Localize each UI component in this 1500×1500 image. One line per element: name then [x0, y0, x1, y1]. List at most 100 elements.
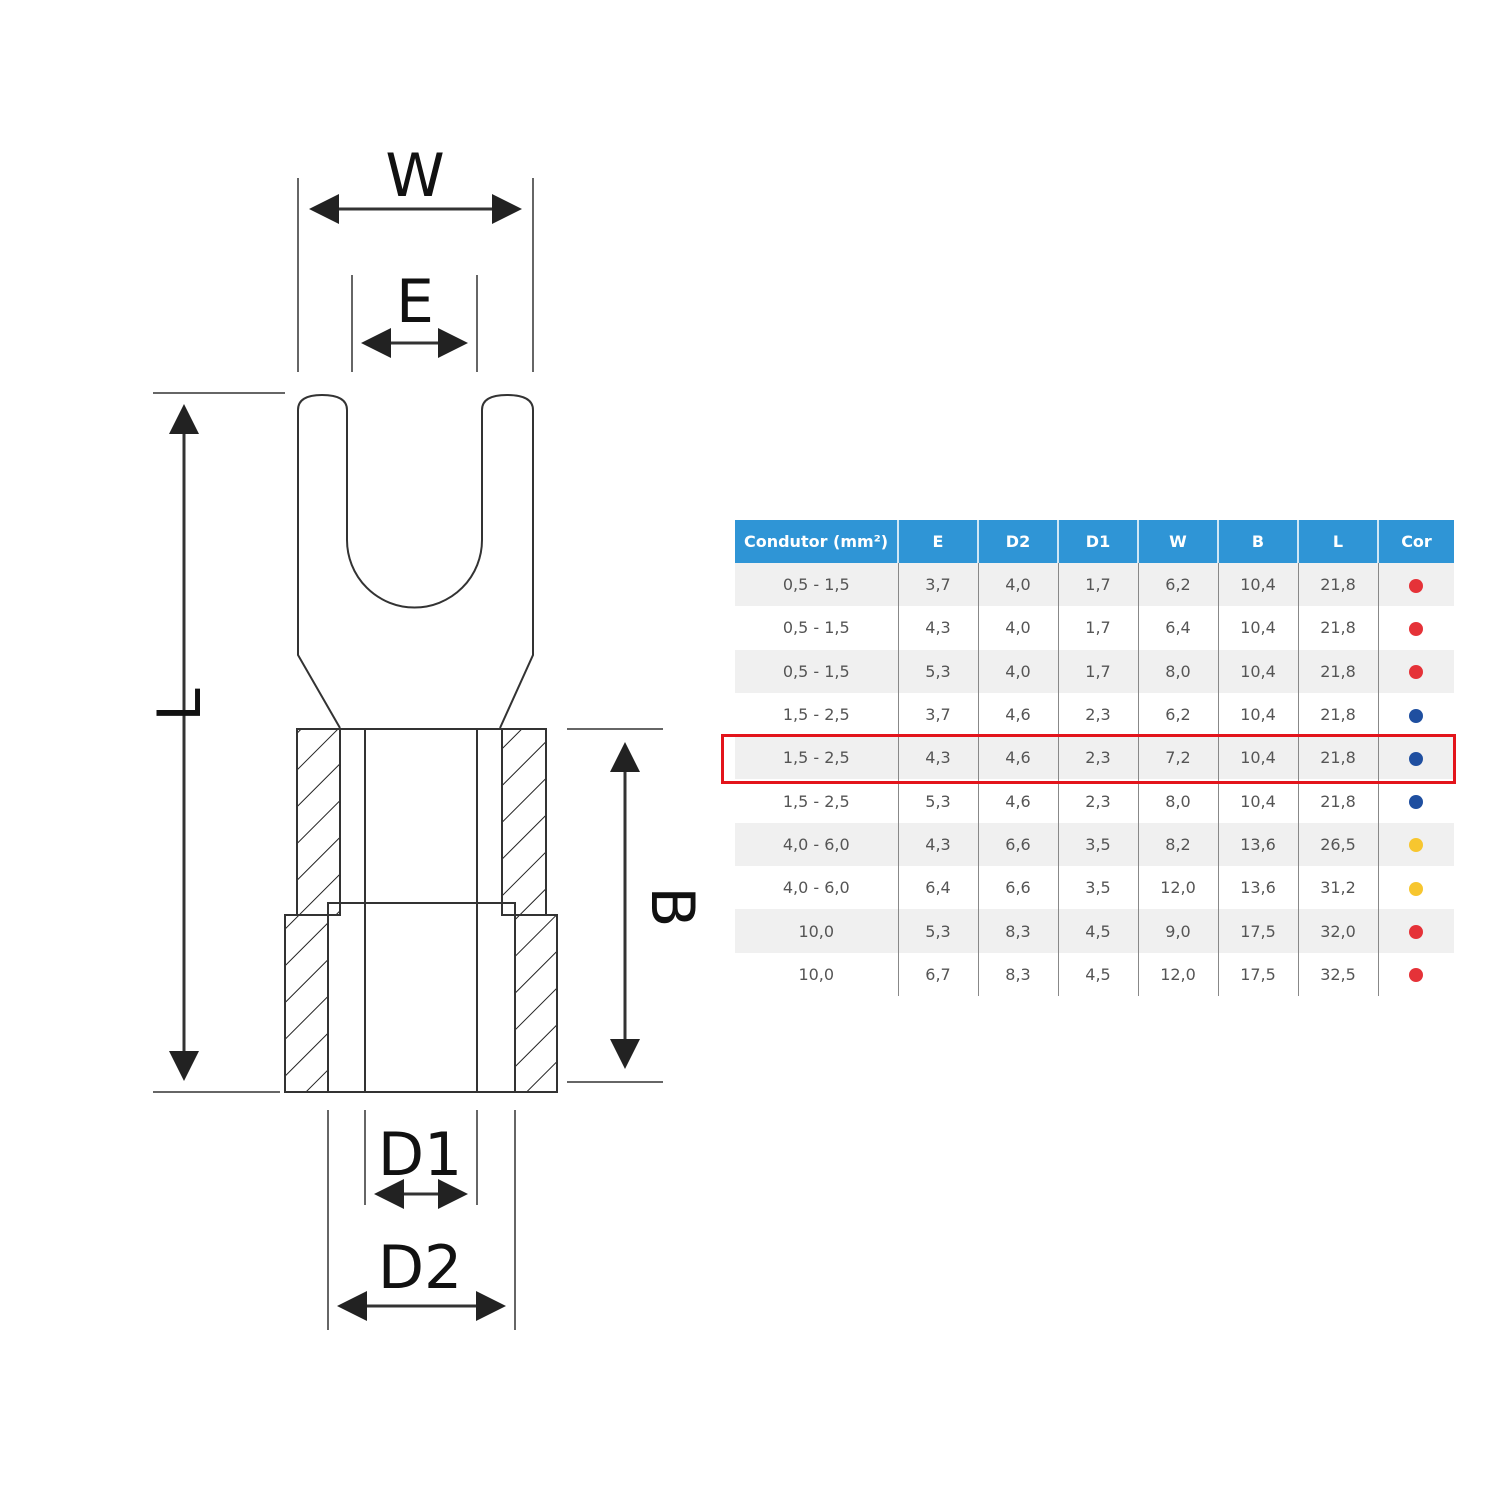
cell-d2: 4,0	[977, 649, 1058, 693]
cell-w: 12,0	[1137, 952, 1218, 996]
header-cor: Cor	[1377, 520, 1454, 563]
fork-outline	[297, 393, 534, 729]
cell-d2: 4,6	[977, 779, 1058, 823]
cell-d2: 4,0	[977, 606, 1058, 650]
cell-cor	[1377, 736, 1454, 780]
color-dot-red	[1409, 621, 1424, 636]
cell-condutor: 1,5 - 2,5	[735, 736, 898, 780]
label-l: L	[145, 688, 215, 722]
cell-l: 21,8	[1297, 649, 1378, 693]
cell-condutor: 4,0 - 6,0	[782, 878, 850, 898]
dimension-w	[297, 178, 534, 372]
cell-cor	[1377, 692, 1454, 737]
cell-cor	[1377, 822, 1454, 867]
cell-d1: 3,5	[1057, 822, 1138, 867]
cell-condutor: 1,5 - 2,5	[782, 791, 850, 811]
header-w: W	[1137, 520, 1218, 563]
cell-l: 32,0	[1297, 909, 1378, 953]
cell-w: 7,2	[1137, 736, 1218, 780]
cell-cor	[1377, 779, 1454, 823]
cell-l: 21,8	[1297, 606, 1378, 650]
header-b: B	[1217, 520, 1298, 563]
cell-b: 10,4	[1217, 692, 1298, 737]
header-condutor: Condutor (mm²)	[735, 520, 898, 563]
cell-w: 6,4	[1137, 606, 1218, 650]
cell-d2: 4,0	[977, 563, 1058, 607]
cell-l: 31,2	[1297, 866, 1378, 910]
label-e: E	[396, 267, 434, 337]
header-l: L	[1297, 520, 1378, 563]
cell-e: 5,3	[897, 649, 978, 693]
cell-e: 6,7	[897, 952, 978, 996]
cell-condutor: 0,5 - 1,5	[735, 563, 898, 607]
cell-condutor: 4,0 - 6,0	[735, 822, 898, 867]
label-w: W	[385, 141, 444, 211]
cell-d2: 4,6	[977, 736, 1058, 780]
cell-cor	[1377, 606, 1454, 650]
label-d1: D1	[378, 1120, 462, 1190]
cell-d2: 4,6	[977, 692, 1058, 737]
cell-w: 8,0	[1137, 779, 1218, 823]
cell-d1: 2,3	[1057, 692, 1138, 737]
cell-b: 10,4	[1217, 649, 1298, 693]
cell-w: 9,0	[1137, 909, 1218, 953]
dimension-l	[153, 392, 285, 1093]
cell-w: 8,2	[1137, 822, 1218, 867]
dimension-d2	[327, 1110, 516, 1330]
cell-condutor: 10,0	[735, 909, 898, 953]
color-dot-red	[1409, 578, 1424, 593]
cell-e: 4,3	[897, 606, 978, 650]
color-dot-yellow	[1409, 838, 1424, 853]
cell-e: 3,7	[897, 692, 978, 737]
color-dot-blue	[1409, 751, 1424, 766]
header-d2: D2	[977, 520, 1058, 563]
cell-d1: 2,3	[1057, 779, 1138, 823]
cell-b: 17,5	[1217, 952, 1298, 996]
cell-b: 10,4	[1217, 779, 1298, 823]
cell-d1: 2,3	[1057, 736, 1138, 780]
dimension-d1	[364, 1110, 478, 1209]
color-dot-red	[1409, 665, 1424, 680]
cell-d1: 1,7	[1057, 563, 1138, 607]
cell-d2: 6,6	[977, 866, 1058, 910]
cell-b: 10,4	[1217, 736, 1298, 780]
cell-d1: 1,7	[1057, 649, 1138, 693]
cell-b: 13,6	[1217, 822, 1298, 867]
cell-l: 21,8	[1297, 692, 1378, 737]
cell-l: 32,5	[1297, 952, 1378, 996]
cell-d1: 1,7	[1057, 606, 1138, 650]
cell-cor	[1377, 649, 1454, 693]
cell-d1: 3,5	[1057, 866, 1138, 910]
cell-d2: 8,3	[977, 952, 1058, 996]
label-d2: D2	[378, 1233, 462, 1303]
cell-l: 21,8	[1297, 563, 1378, 607]
cell-e: 5,3	[897, 779, 978, 823]
color-dot-red	[1409, 925, 1424, 940]
table-header-row: Condutor (mm²) E D2 D1 W B L Cor	[735, 520, 1454, 563]
cell-d2: 6,6	[977, 822, 1058, 867]
dimensions-table: Condutor (mm²) E D2 D1 W B L Cor 0,5 - 1…	[735, 520, 1454, 996]
cell-l: 21,8	[1297, 736, 1378, 780]
cell-cor	[1377, 909, 1454, 953]
cell-b: 10,4	[1217, 563, 1298, 607]
cell-condutor: 0,5 - 1,5	[782, 618, 850, 638]
cell-condutor: 10,0	[798, 964, 835, 984]
cell-e: 4,3	[897, 822, 978, 867]
color-dot-yellow	[1409, 881, 1424, 896]
cell-l: 26,5	[1297, 822, 1378, 867]
cell-w: 12,0	[1137, 866, 1218, 910]
cell-e: 3,7	[897, 563, 978, 607]
dimension-e	[351, 275, 478, 372]
cell-b: 17,5	[1217, 909, 1298, 953]
spade-terminal-diagram: W E L B D1 D2	[145, 141, 707, 1330]
highlighted-row-box	[721, 734, 1456, 784]
cell-w: 8,0	[1137, 649, 1218, 693]
